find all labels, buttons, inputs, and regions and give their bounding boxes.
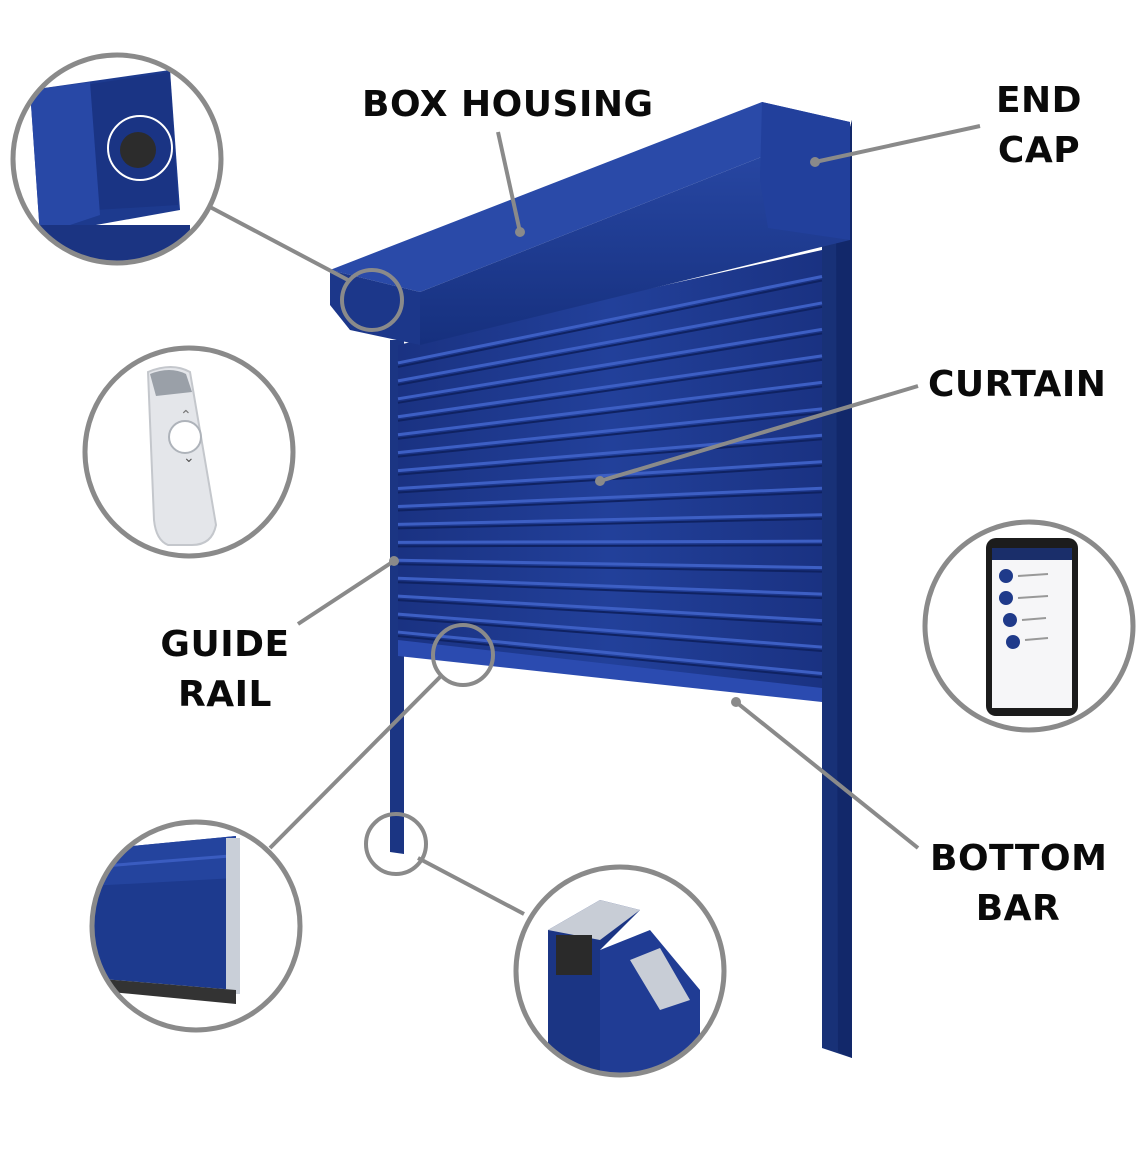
smartphone-app-icon: [922, 519, 1136, 733]
guide-rail-line1: GUIDE: [160, 624, 290, 665]
curtain-slat: [397, 576, 823, 596]
svg-text:⌄: ⌄: [183, 450, 195, 466]
guide-rail-line2: RAIL: [178, 674, 272, 715]
curtain-slat-shadow: [397, 599, 823, 626]
end-cap-line1: END: [995, 80, 1083, 121]
curtain-slat: [397, 407, 823, 455]
curtain-slat-shadow: [397, 305, 823, 386]
label-curtain: CURTAIN: [928, 360, 1106, 410]
leader-dots: [389, 157, 820, 707]
label-end-cap: END CAP: [984, 76, 1094, 176]
curtain-slats: [397, 275, 823, 679]
curtain-slat-shadow: [397, 358, 823, 422]
curtain-slat: [397, 539, 823, 544]
box-housing-text: BOX HOUSING: [362, 84, 654, 125]
guide-rail-profile-icon: [513, 864, 727, 1078]
curtain-text: CURTAIN: [928, 364, 1107, 405]
end-cap-face: [760, 102, 850, 240]
box-housing-front: [330, 270, 420, 345]
curtain-slat: [397, 513, 823, 526]
curtain-slat: [397, 301, 823, 383]
end-cap-line2: CAP: [997, 130, 1081, 171]
curtain-slat: [397, 433, 823, 473]
curtain-slat-shadow: [397, 438, 823, 476]
curtain-slat: [397, 380, 823, 437]
curtain-slat: [397, 612, 823, 649]
label-box-housing: BOX HOUSING: [362, 80, 654, 130]
curtain-slat-shadow: [397, 385, 823, 440]
bottom-bar-line1: BOTTOM: [930, 838, 1108, 879]
roller-shutter: [330, 102, 852, 1058]
bottom-bar-profile-icon: [89, 819, 303, 1033]
curtain-slat: [397, 327, 823, 401]
bottom-bar-line2: BAR: [975, 888, 1061, 929]
label-bottom-bar: BOTTOM BAR: [930, 834, 1108, 934]
curtain-slat: [397, 460, 823, 491]
motor-end-detail-icon: [10, 52, 224, 266]
box-housing-top: [330, 102, 850, 292]
curtain-slat-shadow: [397, 279, 823, 368]
curtain-slat-shadow: [397, 411, 823, 458]
curtain-slat-shadow: [397, 491, 823, 512]
curtain-slat-shadow: [397, 544, 823, 548]
curtain-slat: [397, 354, 823, 419]
remote-control-icon: ⌃ ⌄: [82, 345, 296, 559]
bottom-bar: [398, 640, 822, 702]
label-guide-rail: GUIDE RAIL: [160, 620, 290, 720]
svg-text:⌃: ⌃: [180, 408, 192, 424]
curtain-slat-shadow: [397, 563, 823, 573]
curtain-slat: [397, 558, 823, 570]
focus-rings: [340, 268, 495, 876]
leader-lines: [209, 124, 981, 916]
curtain-slat: [397, 594, 823, 623]
curtain-slat: [397, 486, 823, 508]
curtain-slat-shadow: [397, 635, 823, 679]
curtain-slat-shadow: [397, 581, 823, 600]
curtain-slat-shadow: [397, 332, 823, 404]
curtain-slat: [397, 630, 823, 676]
curtain-slat-shadow: [397, 517, 823, 530]
curtain-slat: [397, 275, 823, 365]
